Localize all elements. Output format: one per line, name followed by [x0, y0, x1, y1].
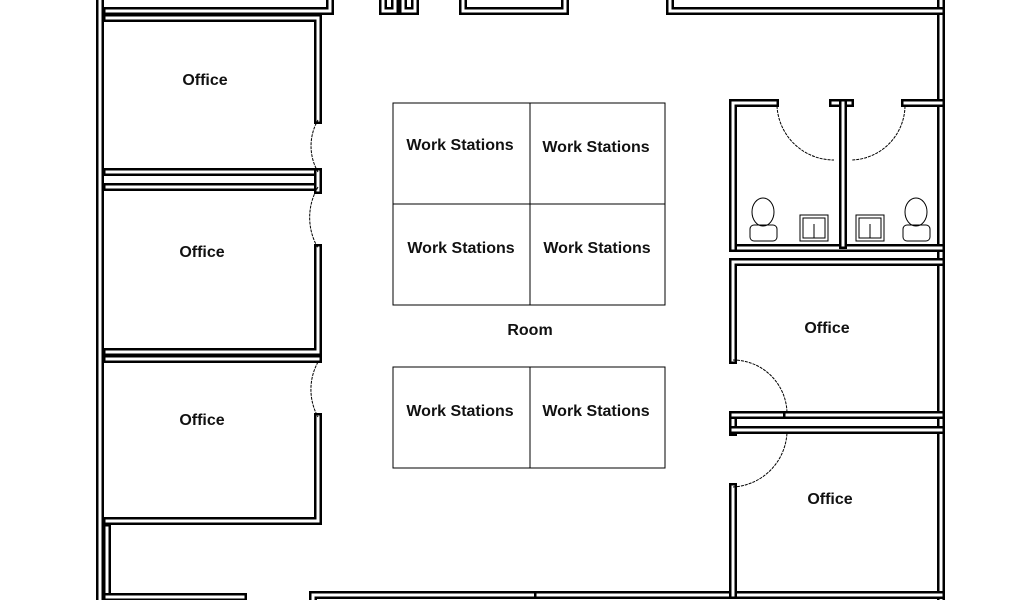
wall-segment [103, 244, 322, 356]
wall-segment [103, 14, 322, 124]
work-stations-label: Work Stations [406, 137, 514, 154]
work-stations-label: Work Stations [542, 403, 650, 420]
wall-segment [311, 593, 540, 600]
wall-segment [105, 246, 320, 354]
office-label: Office [804, 320, 850, 337]
walls [96, 0, 945, 600]
workstation-grid-top [392, 102, 666, 306]
work-stations-label: Work Stations [407, 240, 515, 257]
office-label: Office [179, 412, 225, 429]
toilet-icon [749, 197, 778, 242]
wall-segment [666, 0, 945, 15]
wall-segment [461, 0, 567, 13]
office-label: Office [179, 244, 225, 261]
wall-segment [381, 0, 397, 13]
wall-segment [729, 258, 945, 364]
room-label: Room [507, 322, 553, 339]
restroom-fixtures [749, 197, 931, 242]
wall-segment [459, 0, 569, 15]
office-label: Office [807, 491, 853, 508]
work-stations-label: Work Stations [543, 240, 651, 257]
toilet-icon [902, 197, 931, 242]
wall-segment [103, 0, 334, 15]
wall-segment [105, 0, 332, 13]
wall-segment [105, 16, 320, 122]
wall-segment [379, 0, 399, 15]
wall-segment [399, 0, 419, 15]
work-stations-label: Work Stations [542, 139, 650, 156]
door-swings [309, 105, 906, 488]
wall-segment [731, 101, 777, 250]
wall-segment [731, 260, 943, 362]
wall-segment [668, 0, 943, 13]
wall-segment [729, 99, 779, 252]
office-label: Office [182, 72, 228, 89]
wall-segment [103, 413, 322, 525]
wall-segment [401, 0, 417, 13]
sink-icon [799, 214, 829, 242]
workstation-grid-bottom [392, 366, 666, 469]
sink-icon [855, 214, 885, 242]
work-stations-label: Work Stations [406, 403, 514, 420]
wall-segment [105, 415, 320, 523]
